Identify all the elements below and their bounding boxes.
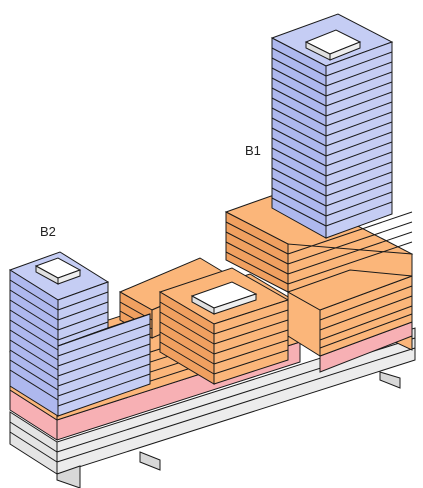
right-podium-top-lower xyxy=(286,269,413,311)
central-roof-cap-side xyxy=(191,295,215,315)
b1-front xyxy=(325,41,393,239)
tower-b2 xyxy=(8,251,151,417)
b2-floor-lines xyxy=(9,279,151,407)
b1-side xyxy=(271,37,327,239)
tower-b1 xyxy=(270,13,394,239)
podium-leg-mid xyxy=(139,451,161,471)
b2-step-top xyxy=(57,313,151,347)
b2-roof-cap-side xyxy=(35,265,59,285)
b1-roof-cap-side xyxy=(305,41,331,61)
b1-floor-lines xyxy=(271,47,393,227)
podium-leg-right xyxy=(379,371,401,389)
central-block xyxy=(158,267,290,385)
podium-leg-left xyxy=(56,465,81,488)
label-b1: B1 xyxy=(245,143,261,158)
label-b2: B2 xyxy=(40,224,56,239)
